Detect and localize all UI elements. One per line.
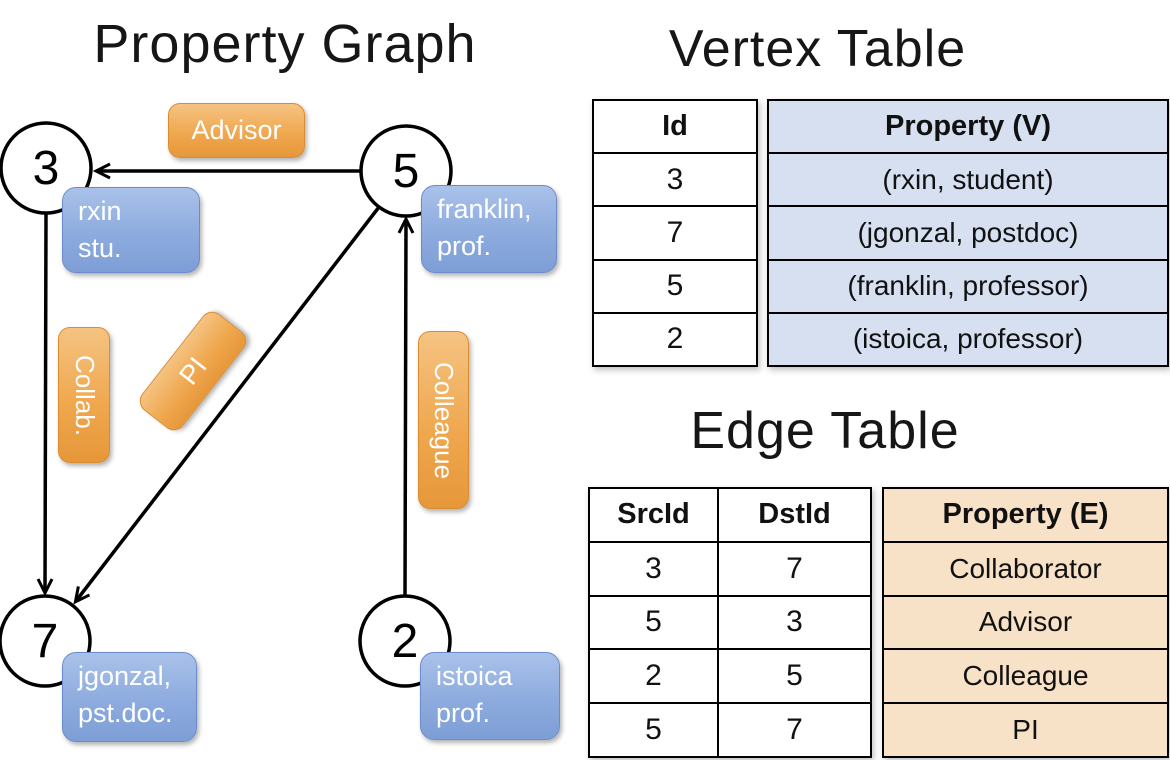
- vertex-property-box-7: jgonzal, pst.doc.: [62, 652, 197, 742]
- vertex-table-property-cell: (istoica, professor): [769, 311, 1167, 366]
- edge-label-text: Advisor: [191, 115, 282, 145]
- vertex-id-5: 5: [392, 144, 420, 198]
- edge-arrow-2-to-5: [405, 220, 406, 597]
- edge-table-property-column: Property (E) Collaborator Advisor Collea…: [882, 487, 1169, 758]
- edge-table-src-dst-columns: SrcId DstId 3 7 5 3 2 5 5 7: [588, 487, 872, 758]
- vertex-table-id-cell: 3: [594, 152, 756, 205]
- vertex-table-property-column: Property (V) (rxin, student) (jgonzal, p…: [767, 99, 1169, 367]
- vertex-id-7: 7: [31, 614, 59, 668]
- vertex-property-line: stu.: [78, 233, 122, 263]
- edge-table-dst-cell: 7: [717, 542, 870, 595]
- vertex-table-property-cell: (rxin, student): [769, 152, 1167, 206]
- vertex-table-title: Vertex Table: [668, 20, 967, 78]
- edge-table-property-cell: Advisor: [884, 594, 1167, 649]
- vertex-property-box-2: istoica prof.: [420, 652, 560, 740]
- edge-label-advisor: Advisor: [168, 103, 305, 158]
- vertex-property-line: jgonzal,: [78, 661, 172, 691]
- edge-table-header-srcid: SrcId: [617, 498, 690, 531]
- edge-table-property-cell: PI: [884, 702, 1167, 756]
- vertex-property-line: franklin,: [437, 194, 532, 224]
- edge-table-dst-cell: 7: [717, 704, 870, 756]
- vertex-table-id-column: Id 3 7 5 2: [592, 99, 758, 367]
- vertex-table-id-cell: 2: [594, 311, 756, 365]
- edge-label-collab: Collab.: [58, 327, 110, 463]
- vertex-property-line: prof.: [437, 231, 492, 261]
- property-graph-title: Property Graph: [93, 14, 477, 74]
- vertex-id-3: 3: [32, 141, 60, 195]
- edge-table-src-cell: 5: [645, 713, 662, 747]
- edge-table-header-property: Property (E): [884, 489, 1167, 541]
- vertex-table-header-property: Property (V): [769, 101, 1167, 153]
- edge-table-property-cell: Colleague: [884, 648, 1167, 703]
- vertex-table-property-cell: (franklin, professor): [769, 258, 1167, 312]
- edge-label-colleague: Colleague: [418, 331, 469, 509]
- edge-table-property-cell: Collaborator: [884, 540, 1167, 595]
- vertex-property-box-5: franklin, prof.: [421, 185, 557, 273]
- edge-table-src-cell: 5: [645, 605, 662, 639]
- vertex-property-line: prof.: [436, 698, 491, 728]
- vertex-property-line: pst.doc.: [78, 698, 173, 728]
- edge-table-title: Edge Table: [690, 402, 960, 460]
- vertex-id-2: 2: [391, 614, 419, 668]
- vertex-table-id-cell: 7: [594, 205, 756, 258]
- vertex-table-id-cell: 5: [594, 258, 756, 312]
- vertex-property-line: istoica: [436, 661, 513, 691]
- edge-table-header-dstid: DstId: [717, 489, 870, 541]
- edge-table-dst-cell: 3: [717, 596, 870, 649]
- edge-label-text: PI: [172, 351, 213, 390]
- edge-arrow-3-to-7: [45, 212, 46, 592]
- edge-arrow-5-to-7: [76, 205, 381, 601]
- vertex-table-property-cell: (jgonzal, postdoc): [769, 205, 1167, 259]
- vertex-property-box-3: rxin stu.: [62, 187, 200, 273]
- edge-label-text: Collab.: [69, 354, 100, 436]
- vertex-table-header-id: Id: [662, 110, 688, 143]
- edge-table-src-cell: 2: [645, 659, 662, 693]
- edge-table-dst-cell: 5: [717, 650, 870, 703]
- vertex-property-line: rxin: [78, 196, 122, 226]
- edge-table-src-cell: 3: [645, 551, 662, 585]
- edge-label-text: Colleague: [429, 361, 459, 479]
- graph-drawing: [0, 121, 453, 688]
